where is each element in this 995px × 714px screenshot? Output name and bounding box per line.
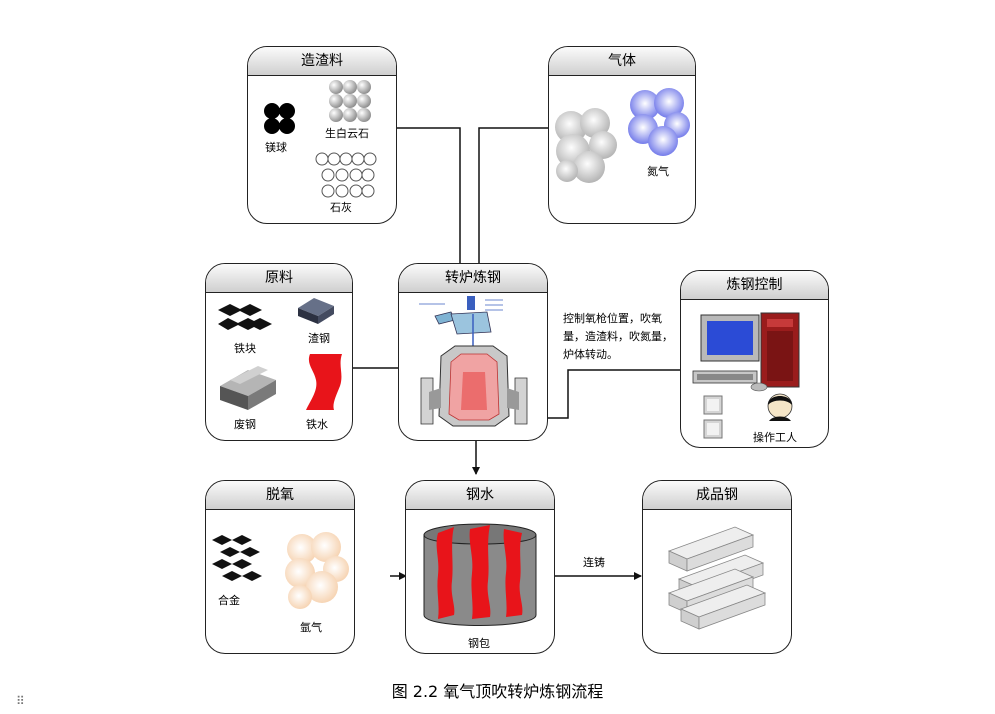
- converter-title: 转炉炼钢: [399, 264, 547, 293]
- control-to-converter-line: [529, 369, 680, 422]
- operator-icon: [767, 393, 793, 421]
- converter-box: 转炉炼钢: [398, 263, 548, 441]
- slag-materials-box: 造渣料 镁球 生白云石 石灰: [247, 46, 397, 224]
- argon-cloud-icon: [285, 532, 349, 609]
- molten-iron-label: 铁水: [306, 418, 328, 431]
- deoxidation-box: 脱氧 合金 氩气: [205, 480, 355, 654]
- scrap-steel-label: 废钢: [234, 418, 256, 431]
- molten-iron-icon: [306, 354, 342, 410]
- slag-to-converter-line: [372, 127, 461, 300]
- dolomite-label: 生白云石: [325, 127, 369, 140]
- continuous-casting-label: 连铸: [583, 556, 605, 569]
- gray-gas-cloud-icon: [555, 108, 617, 183]
- raw-materials-box: 原料 铁块 渣钢 废钢 铁水: [205, 263, 353, 441]
- iron-block-label: 铁块: [234, 342, 256, 355]
- alloy-icon: [212, 535, 262, 581]
- converter-furnace-icon: [419, 296, 528, 427]
- argon-label: 氩气: [300, 621, 322, 634]
- dolomite-icon: [329, 80, 371, 122]
- control-button-icon: [703, 419, 723, 439]
- control-button-icon: [703, 395, 723, 415]
- alloy-label: 合金: [218, 594, 240, 607]
- control-title: 炼钢控制: [681, 271, 828, 300]
- operator-label: 操作工人: [753, 431, 797, 444]
- scrap-steel-icon: [220, 366, 276, 410]
- finished-steel-title: 成品钢: [643, 481, 791, 510]
- computer-icon: [692, 312, 800, 392]
- molten-steel-title: 钢水: [406, 481, 554, 510]
- iron-block-icon: [218, 304, 272, 330]
- gas-to-converter-line: [475, 127, 548, 303]
- deoxidation-title: 脱氧: [206, 481, 354, 510]
- molten-steel-box: 钢水 钢包: [405, 480, 555, 654]
- control-box: 炼钢控制 操作工人: [680, 270, 829, 448]
- nitrogen-label: 氮气: [647, 165, 669, 178]
- gases-title: 气体: [549, 47, 695, 76]
- drag-handle-icon[interactable]: ⠿: [16, 694, 25, 708]
- raw-materials-title: 原料: [206, 264, 352, 293]
- magnesium-ball-icon: [264, 103, 295, 134]
- ladle-icon: [423, 523, 537, 626]
- slag-materials-title: 造渣料: [248, 47, 396, 76]
- gases-box: 气体 氮气: [548, 46, 696, 224]
- lime-icon: [315, 152, 377, 198]
- ladle-label: 钢包: [468, 637, 490, 650]
- steel-billets-icon: [667, 526, 767, 630]
- finished-steel-box: 成品钢: [642, 480, 792, 654]
- lime-label: 石灰: [330, 201, 352, 214]
- nitrogen-cloud-icon: [628, 88, 690, 156]
- slag-steel-icon: [298, 298, 334, 324]
- control-note: 控制氧枪位置，吹氧量，造渣料，吹氮量，炉体转动。: [563, 312, 673, 361]
- magnesium-ball-label: 镁球: [265, 141, 287, 154]
- figure-caption: 图 2.2 氧气顶吹转炉炼钢流程: [391, 682, 604, 701]
- slag-steel-label: 渣钢: [308, 332, 330, 345]
